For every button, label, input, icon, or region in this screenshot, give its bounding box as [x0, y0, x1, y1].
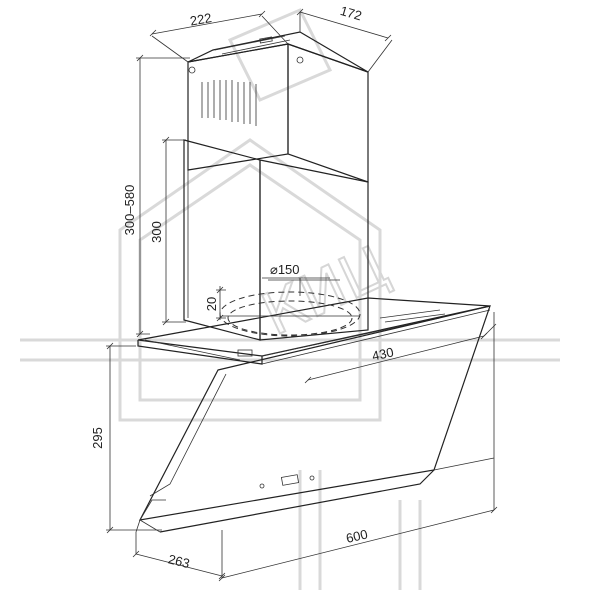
dim-hood-height: 295	[90, 427, 105, 449]
dim-front-depth: 263	[167, 551, 192, 571]
dim-chimney-width: 222	[189, 10, 213, 29]
dim-lower-chimney-height: 300	[149, 221, 164, 243]
dim-outlet-diameter: ⌀150	[270, 262, 300, 277]
dimension-lines	[106, 8, 498, 582]
dim-hood-depth: 430	[371, 344, 395, 363]
dim-hood-width: 600	[345, 526, 370, 545]
chimney	[183, 31, 369, 341]
dim-chimney-height-range: 300–580	[122, 185, 137, 236]
dim-outlet-offset: 20	[204, 297, 219, 311]
dim-chimney-depth: 172	[339, 3, 364, 23]
